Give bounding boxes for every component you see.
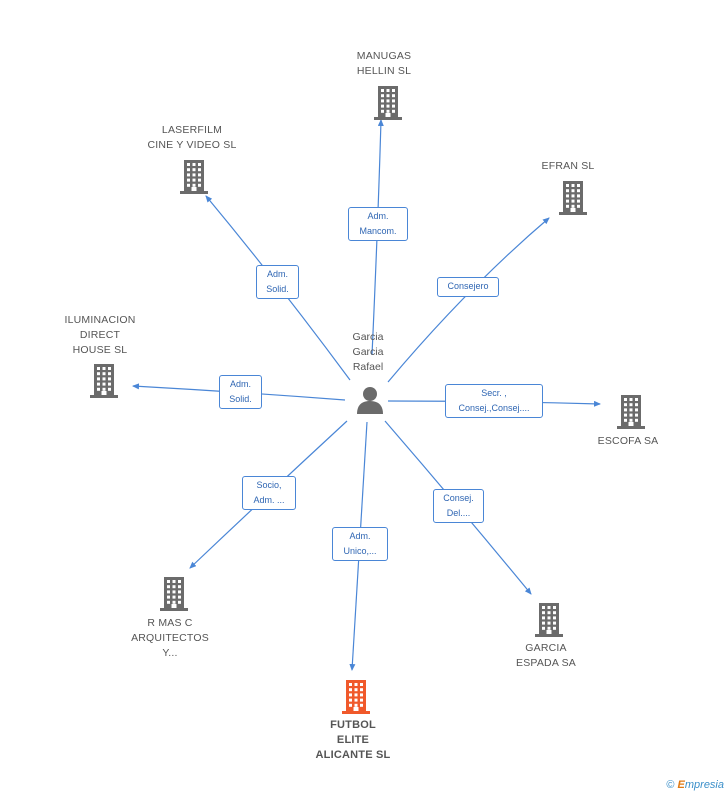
company-label-laserfilm[interactable]: LASERFILM CINE Y VIDEO SL: [147, 124, 237, 151]
company-label-rmasc[interactable]: R MAS C ARQUITECTOS Y...: [131, 617, 209, 659]
building-icon[interactable]: [533, 603, 565, 642]
company-label-futbol[interactable]: FUTBOL ELITE ALICANTE SL: [315, 719, 391, 761]
relation-label-efran[interactable]: Consejero: [437, 277, 499, 297]
brand-logo-initial: E: [677, 779, 685, 791]
building-icon[interactable]: [178, 160, 210, 199]
copyright-icon: ©: [666, 779, 675, 791]
relation-label-garcia-espada[interactable]: Consej. Del....: [433, 489, 484, 523]
company-label-escofa[interactable]: ESCOFA SA: [597, 435, 659, 447]
building-icon[interactable]: [340, 680, 372, 719]
center-person-name[interactable]: Garcia Garcia Rafael: [352, 331, 384, 373]
building-icon[interactable]: [88, 364, 120, 403]
relation-label-laserfilm[interactable]: Adm. Solid.: [256, 265, 299, 299]
brand-logo-text: mpresia: [684, 779, 724, 791]
relation-label-iluminacion[interactable]: Adm. Solid.: [219, 375, 262, 409]
relation-label-futbol[interactable]: Adm. Unico,...: [332, 527, 388, 561]
relation-label-rmasc[interactable]: Socio, Adm. ...: [242, 476, 296, 510]
relation-label-manugas[interactable]: Adm. Mancom.: [348, 207, 408, 241]
building-icon[interactable]: [372, 86, 404, 125]
building-icon[interactable]: [158, 577, 190, 616]
building-icon[interactable]: [557, 181, 589, 220]
company-label-efran[interactable]: EFRAN SL: [541, 160, 595, 172]
footer-brand: © Empresia: [666, 779, 724, 791]
edge-efran: [387, 217, 550, 383]
person-icon[interactable]: [355, 386, 385, 419]
building-icon[interactable]: [615, 395, 647, 434]
company-label-manugas[interactable]: MANUGAS HELLIN SL: [356, 50, 412, 77]
relation-label-escofa[interactable]: Secr. , Consej.,Consej....: [445, 384, 543, 418]
company-label-iluminacion[interactable]: ILUMINACION DIRECT HOUSE SL: [64, 314, 136, 356]
company-label-garcia-espada[interactable]: GARCIA ESPADA SA: [516, 642, 576, 669]
